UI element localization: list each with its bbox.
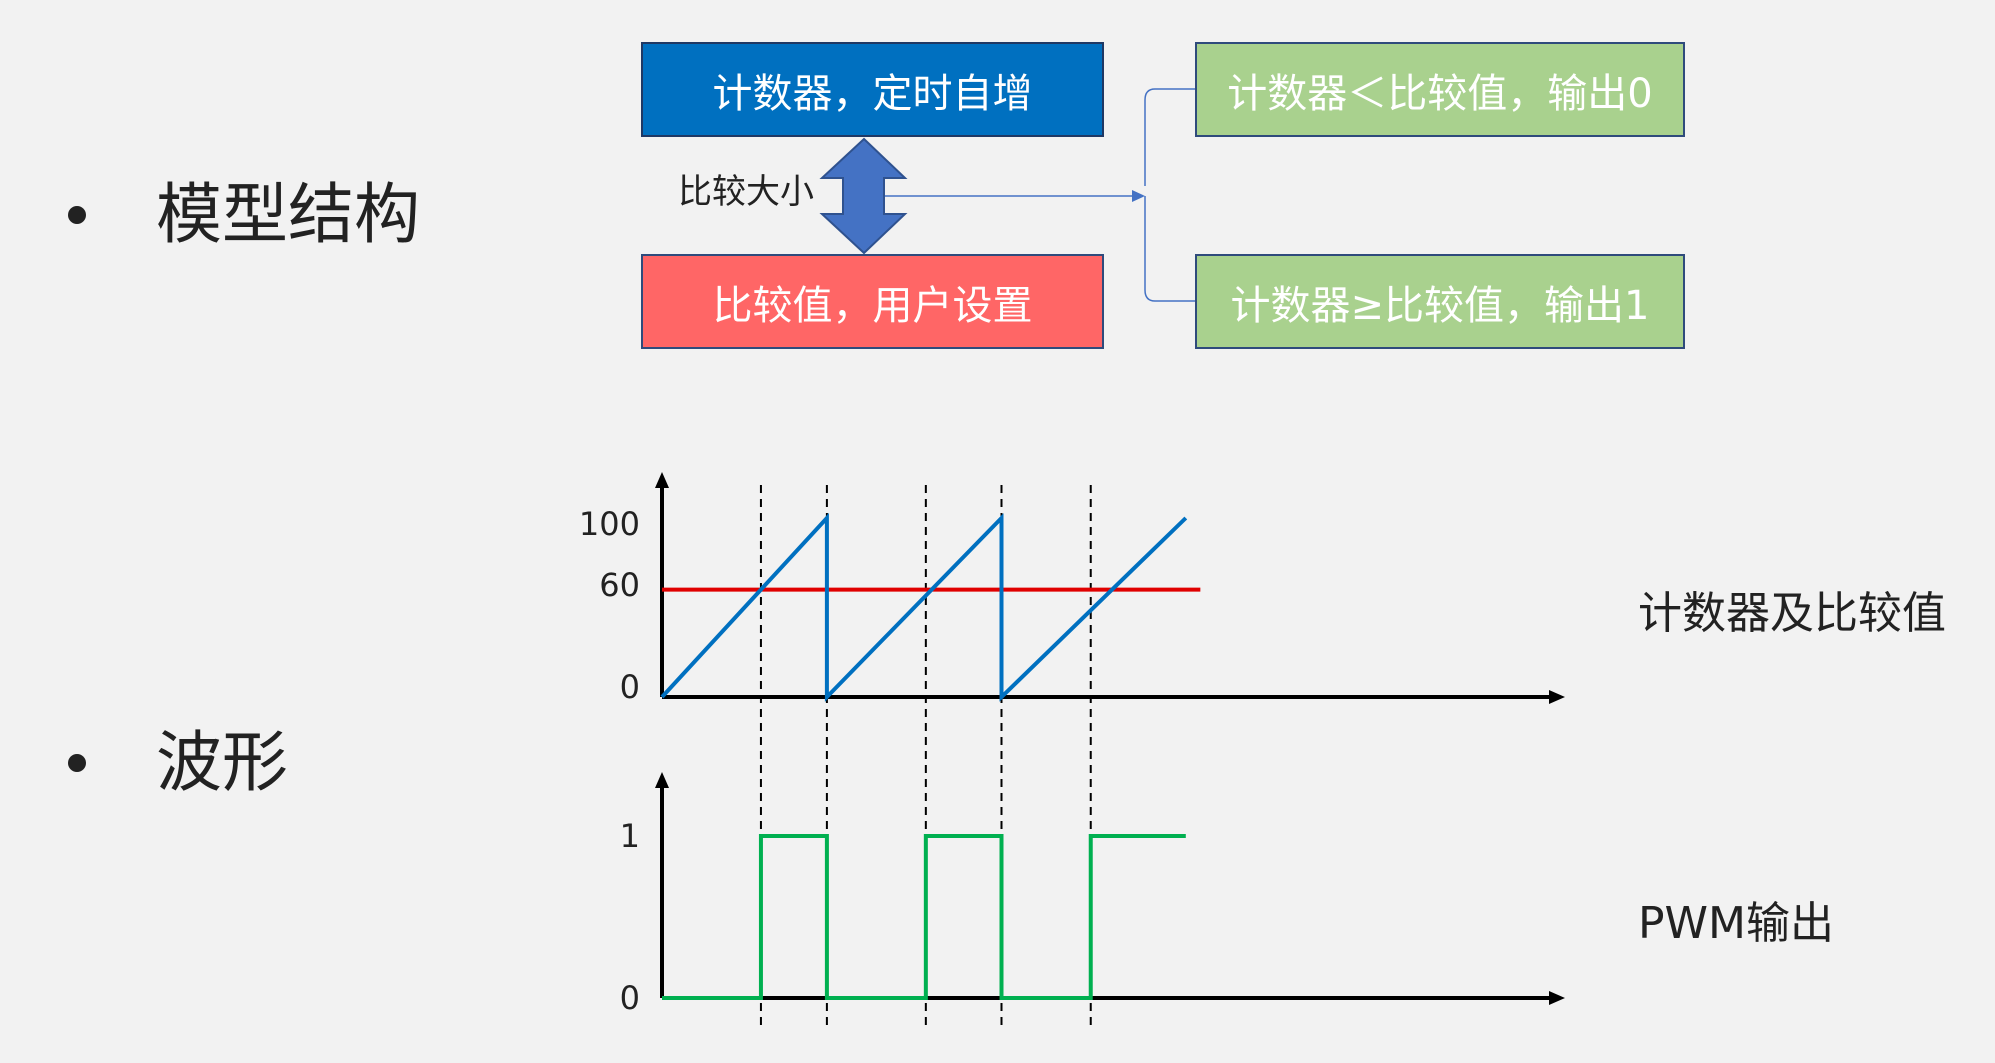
- counter-x-axis-arrow: [1549, 690, 1565, 704]
- bullet-waveform: 波形: [68, 730, 288, 796]
- pwm-y-tick-1: 1: [619, 817, 640, 855]
- bullet-text: 波形: [156, 724, 288, 801]
- compare-result-arrow-head: [1132, 190, 1145, 202]
- y-tick-0: 0: [619, 668, 640, 706]
- y-tick-100: 100: [578, 505, 640, 543]
- chart-title-counter: 计数器及比较值: [1638, 588, 1946, 639]
- chart-title-pwm: PWM输出: [1638, 898, 1835, 949]
- double-arrow: [819, 137, 908, 255]
- compare-label: 比较大小: [678, 172, 814, 213]
- compare-value-box: 比较值，用户设置: [641, 254, 1104, 349]
- counter-box: 计数器，定时自增: [641, 42, 1104, 137]
- bullet-dot: [68, 754, 86, 772]
- bullet-model-structure: 模型结构: [68, 182, 420, 248]
- output-high-box: 计数器≥比较值，输出1: [1195, 254, 1685, 349]
- pwm-y-tick-0: 0: [619, 979, 640, 1017]
- output-low-box: 计数器＜比较值，输出0: [1195, 42, 1685, 137]
- connector-to-output-0: [1144, 88, 1195, 186]
- pwm-y-axis-arrow: [655, 772, 669, 788]
- counter-ramp-line: [660, 512, 1188, 702]
- y-tick-60: 60: [599, 566, 640, 604]
- pwm-x-axis-arrow: [1549, 991, 1565, 1005]
- bullet-text: 模型结构: [156, 176, 420, 253]
- bullet-dot: [68, 206, 86, 224]
- connector-to-output-1: [1144, 196, 1195, 302]
- counter-y-axis-arrow: [655, 472, 669, 488]
- pwm-output-line: [662, 834, 1186, 1000]
